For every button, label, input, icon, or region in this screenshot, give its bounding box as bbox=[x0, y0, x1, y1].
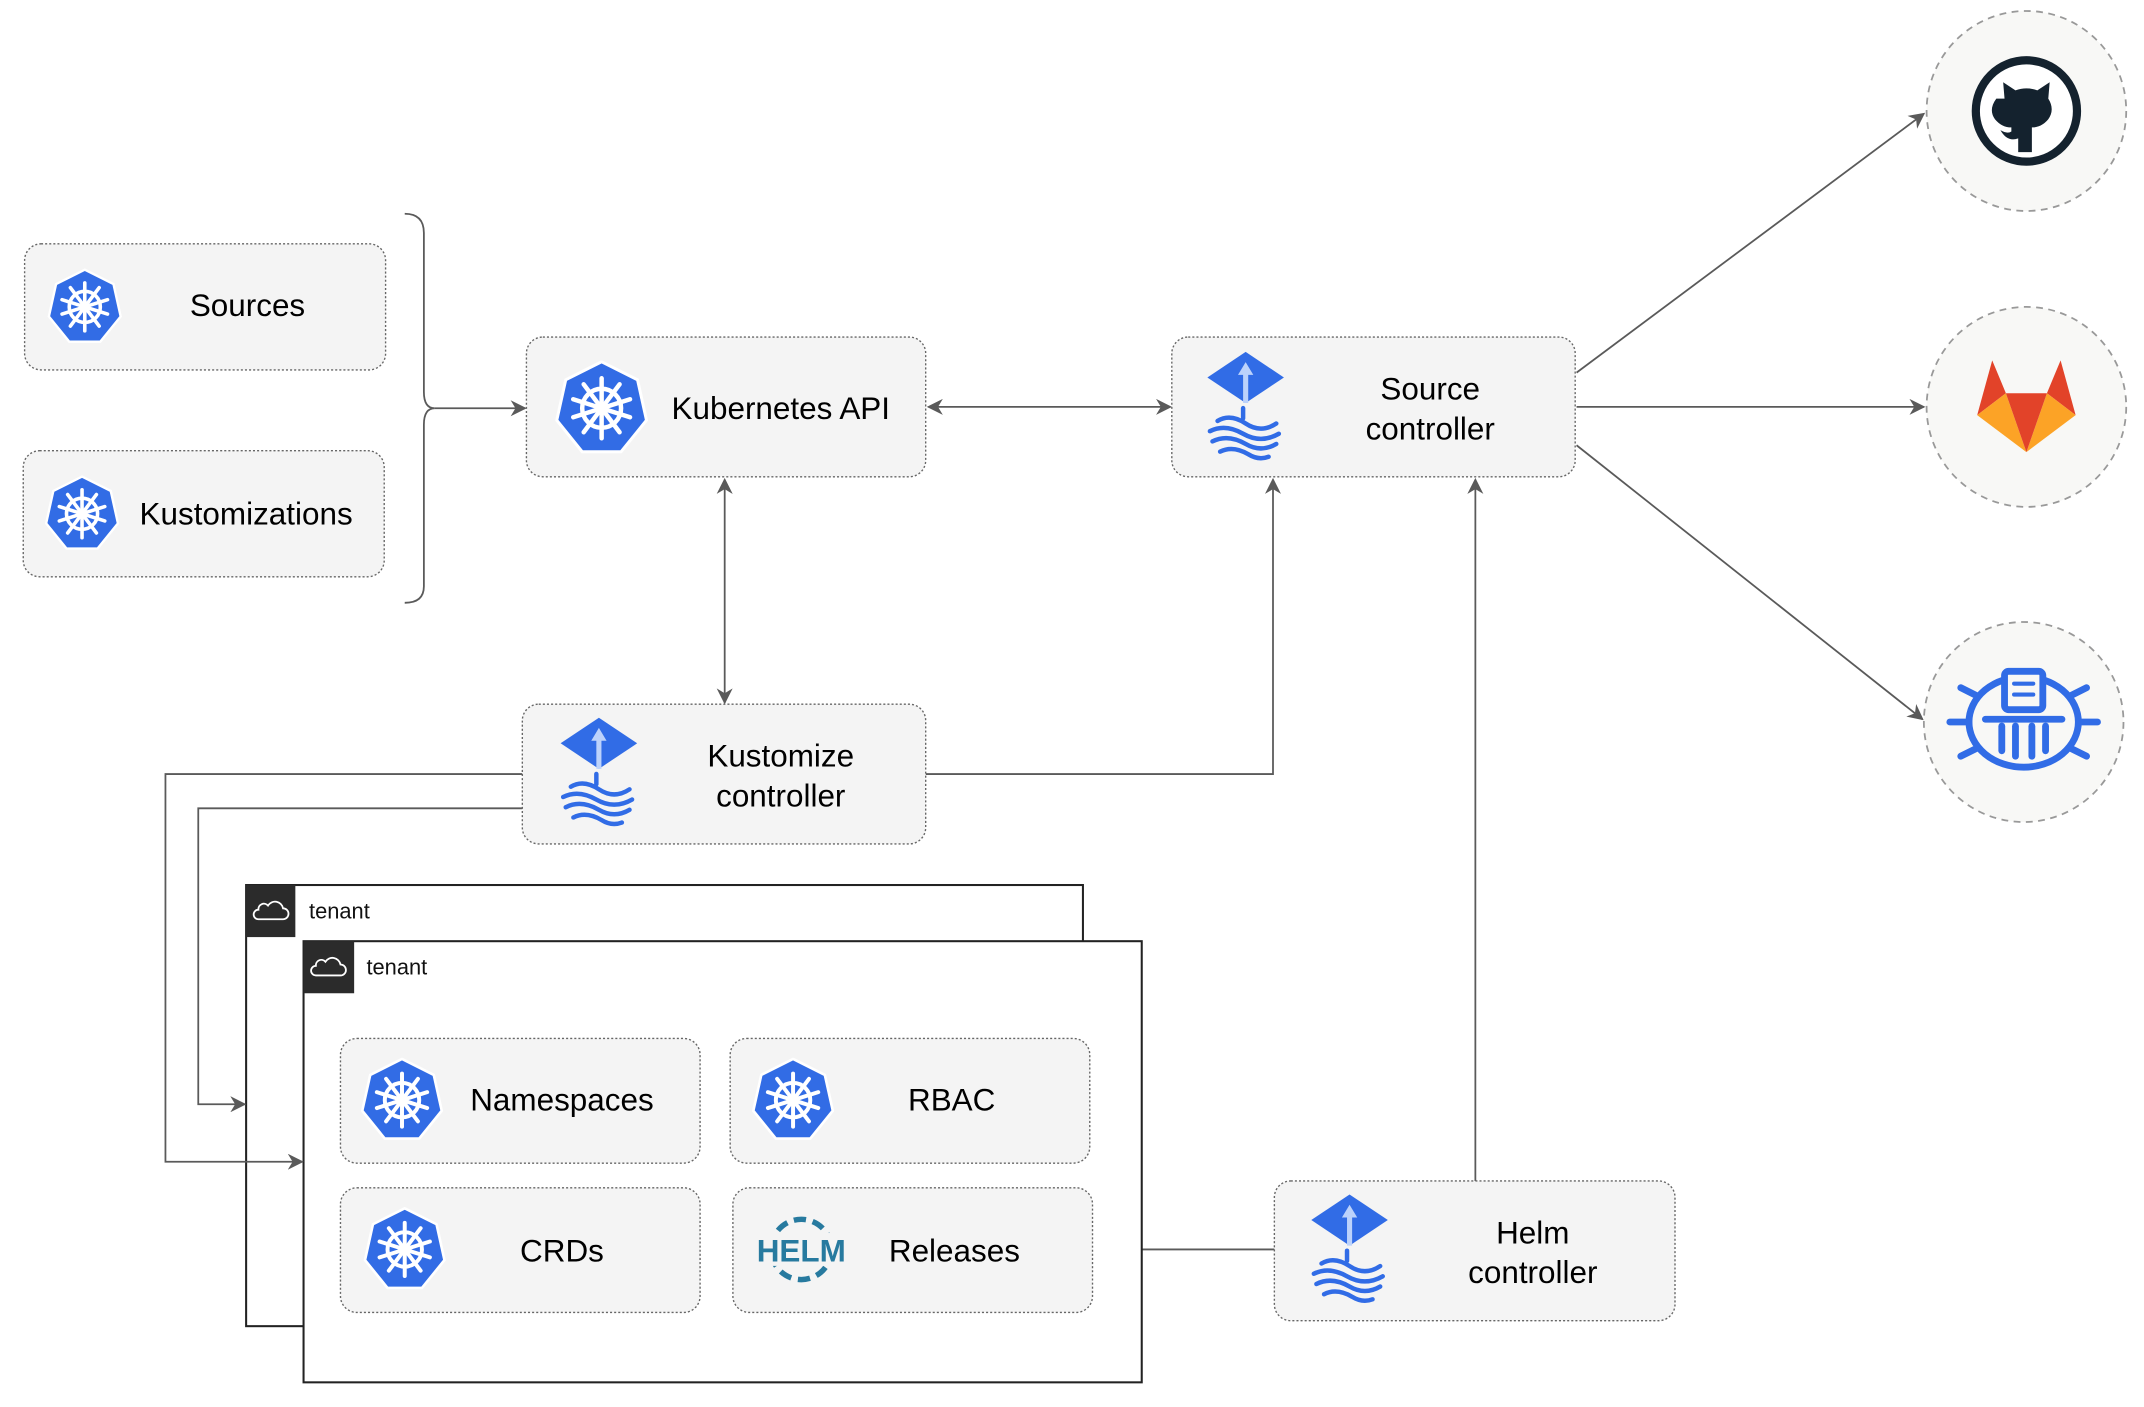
bucket-source[interactable] bbox=[1922, 621, 2125, 823]
edge-source-to-bucket bbox=[1575, 444, 1924, 721]
node-label: Namespaces bbox=[470, 1083, 653, 1118]
github-source[interactable] bbox=[1925, 10, 2128, 212]
node-source-controller[interactable]: Source controller bbox=[1171, 336, 1576, 478]
node-kustomize-controller[interactable]: Kustomize controller bbox=[521, 703, 927, 845]
tenant-label: tenant bbox=[366, 955, 427, 980]
cloud-icon bbox=[310, 956, 347, 977]
node-label: controller bbox=[1366, 411, 1495, 446]
node-label: controller bbox=[1468, 1255, 1597, 1290]
node-rbac[interactable]: RBAC bbox=[729, 1037, 1091, 1164]
tenant-label: tenant bbox=[309, 899, 370, 924]
edge-kustomize-to-tenant-back bbox=[197, 807, 523, 1113]
helm-logo-text: HELM bbox=[757, 1233, 846, 1268]
node-label: Kustomizations bbox=[140, 496, 353, 531]
github-icon bbox=[1971, 56, 2082, 166]
bracket bbox=[404, 212, 435, 604]
gitlab-source[interactable] bbox=[1925, 305, 2128, 508]
edge-kustomize-to-tenant-front bbox=[164, 773, 523, 1170]
node-label: Sources bbox=[190, 288, 305, 323]
node-label: Helm bbox=[1496, 1215, 1569, 1250]
node-releases[interactable]: HELM Releases bbox=[732, 1187, 1094, 1314]
gitlab-icon bbox=[1977, 360, 2076, 453]
cloud-icon bbox=[252, 900, 290, 921]
node-label: Releases bbox=[889, 1233, 1020, 1268]
node-crds[interactable]: CRDs bbox=[339, 1187, 701, 1314]
node-label: Kubernetes API bbox=[672, 391, 890, 426]
node-namespaces[interactable]: Namespaces bbox=[339, 1037, 701, 1164]
node-kustomizations[interactable]: Kustomizations bbox=[22, 450, 385, 578]
edge-source-to-github bbox=[1576, 112, 1926, 374]
node-sources[interactable]: Sources bbox=[23, 243, 387, 371]
node-label: RBAC bbox=[908, 1083, 995, 1118]
node-kubernetes-api[interactable]: Kubernetes API bbox=[525, 336, 927, 478]
node-label: Source bbox=[1380, 372, 1480, 407]
edge-kustomize-to-source bbox=[925, 477, 1281, 775]
bucket-icon bbox=[1946, 667, 2101, 771]
node-label: controller bbox=[716, 778, 845, 813]
helm-icon: HELM bbox=[752, 1216, 851, 1283]
node-label: Kustomize bbox=[707, 739, 854, 774]
node-helm-controller[interactable]: Helm controller bbox=[1273, 1180, 1676, 1322]
node-label: CRDs bbox=[520, 1233, 604, 1268]
